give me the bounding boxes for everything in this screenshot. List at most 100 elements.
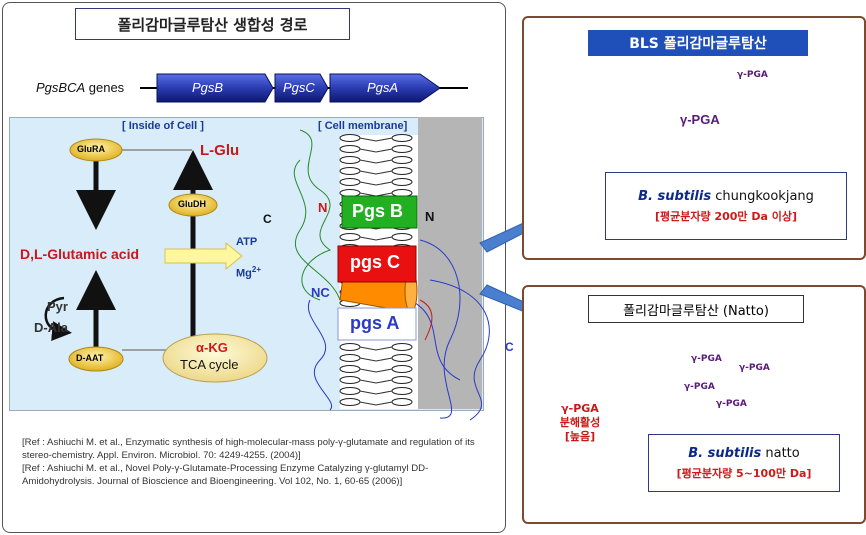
lipid-head [391,189,413,197]
lipid-tail [359,137,393,142]
strand-green [299,129,332,301]
lipid-head [391,156,413,164]
lipid-head [339,167,361,175]
pathway-title: 폴리감마글루탐산 생합성 경로 [75,8,350,40]
gene-cluster-suffix: genes [85,80,125,95]
lipid-head [391,376,413,384]
bls-arrow-text: γ-PGA 분해활성 [낮음] [548,100,612,142]
bls-strain: chungkookjang [711,188,814,204]
glura-label: GluRA [77,144,105,154]
lipid-tail [359,379,393,384]
lipid-tail [359,159,393,164]
daat-label: D-AAT [76,353,104,363]
lipid-tail [359,390,393,395]
lipid-head [339,354,361,362]
bls-arrow-line1: γ-PGA [561,100,599,113]
bls-cloud-label: γ-PGA [680,112,720,127]
mg-charge: 2+ [251,265,262,274]
mg-symbol: Mg [236,267,252,280]
terminus-nc: NC [311,285,330,300]
lipid-head [339,145,361,153]
bls-species: B. subtilis chungkookjang [638,189,814,204]
lipid-head [391,354,413,362]
dala-label: D-Ala [34,320,68,335]
gene-cluster-name: PgsBCA [36,80,86,95]
lipid-head [339,189,361,197]
lipid-head [391,343,413,351]
lipid-head [339,387,361,395]
gludh-label: GluDH [178,199,206,209]
pgsa-box [337,307,417,341]
natto-strain: natto [761,445,800,461]
strand-red [419,299,433,341]
bls-info-box: B. subtilis chungkookjang [평균분자량 200만 Da… [605,172,847,240]
gene-cluster-label: PgsBCA genes [36,80,124,95]
tca-label: TCA cycle [180,357,239,372]
akg-oval [162,333,268,383]
terminus-n-pgsb: N [318,200,328,215]
lipid-tail [359,357,393,362]
gene-pgsb-label: PgsB [192,80,224,95]
natto-info-box: B. subtilis natto [평균분자량 5~100만 Da] [648,434,840,492]
lipid-head [339,178,361,186]
lipid-tail [359,346,393,351]
gene-pgsc-label: PgsC [283,80,315,95]
gene-pgsa-label: PgsA [367,80,399,95]
lipid-tail [359,181,393,186]
atp-arrow [164,241,243,271]
bls-cloud-small-label: γ-PGA [737,70,768,80]
terminus-c-bottom: C [505,340,514,354]
natto-cloud-label-3: γ-PGA [684,382,715,392]
extracellular-region [418,117,482,409]
gludh-oval [168,193,218,217]
lipid-head [339,365,361,373]
natto-cloud-label-4: γ-PGA [716,399,747,409]
pgsb-box [341,195,418,229]
lipid-head [391,387,413,395]
lipid-head [391,145,413,153]
membrane-label: [ Cell membrane] [318,120,408,132]
pgsc-label: pgs C [350,252,401,272]
lipid-tail [359,401,393,406]
natto-species-name: B. subtilis [688,445,762,461]
glura-oval [69,138,123,162]
lipid-head [391,365,413,373]
lipid-head [339,376,361,384]
lipid-head [339,343,361,351]
lipid-head [339,134,361,142]
bls-mw: [평균분자량 200만 Da 이상] [654,209,798,223]
lipid-tail [359,170,393,175]
natto-title: 폴리감마글루탐산 (Natto) [588,295,804,323]
lipid-head [391,178,413,186]
lipid-tail [359,236,393,241]
natto-arrow-line3: [높음] [564,430,596,443]
lipid-head [391,167,413,175]
dl-glutamic-label: D,L-Glutamic acid [20,246,140,262]
strand-blue [307,299,333,411]
bls-species-name: B. subtilis [638,188,712,204]
natto-species: B. subtilis natto [688,446,800,461]
reference-1: [Ref : Ashiuchi M. et al., Enzymatic syn… [22,437,475,461]
lipid-head [339,156,361,164]
natto-arrow-text: γ-PGA 분해활성 [높음] [548,402,612,444]
lipid-head [339,233,361,241]
natto-cloud-label-2: γ-PGA [739,363,770,373]
lglu-label: L-Glu [200,142,240,159]
lipid-tail [359,368,393,373]
lipid-tail [359,148,393,153]
daat-oval [68,346,124,372]
gene-pgsc-arrow [274,73,329,103]
lipid-head [391,398,413,406]
atp-label: ATP [236,236,258,248]
pgsa-label: pgs A [350,313,400,333]
akg-label: α-KG [196,340,228,355]
lipid-head [391,233,413,241]
reference-2: [Ref : Ashiuchi M. et al., Novel Poly-γ-… [22,463,429,487]
natto-mw: [평균분자량 5~100만 Da] [676,466,812,480]
natto-arrow-line1: γ-PGA [561,402,599,415]
natto-cloud-label-1: γ-PGA [691,354,722,364]
bls-arrow-line2: 분해활성 [559,114,601,127]
pgsc-box [337,245,417,283]
lipid-head [391,134,413,142]
